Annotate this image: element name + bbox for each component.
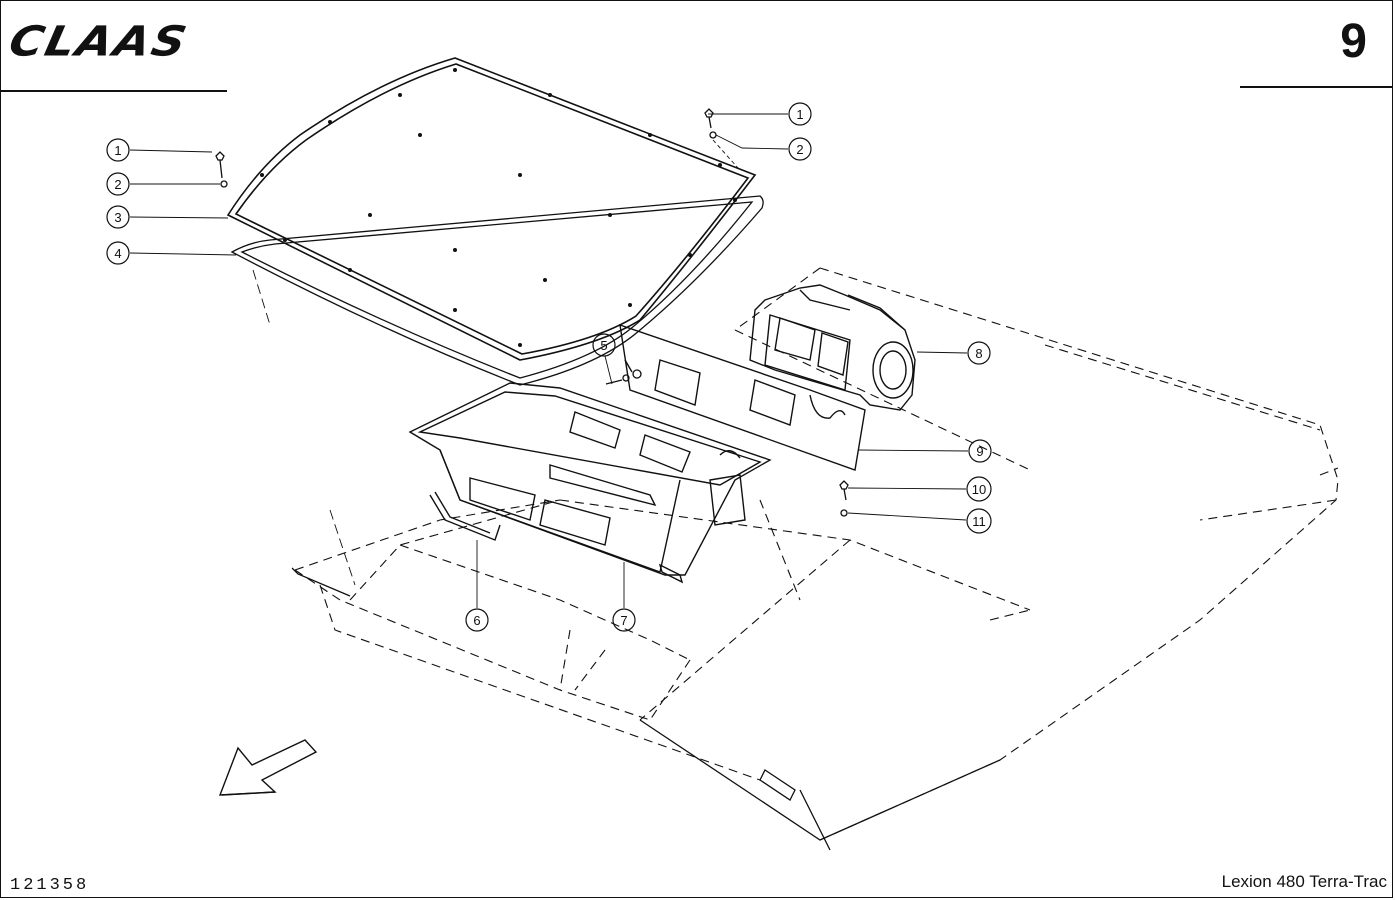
cab-roof-solid-edges [291, 567, 1001, 851]
roof-panel-fasteners [260, 68, 737, 347]
svg-text:3: 3 [114, 210, 121, 225]
plate-screw-left [605, 374, 630, 385]
callout-4: 4 [106, 241, 130, 265]
plate-washer-left [632, 369, 642, 379]
plate-screw-lower [839, 480, 849, 501]
callout-2-right: 2 [788, 137, 812, 161]
roof-centerline [252, 269, 356, 586]
page-number: 9 [1340, 15, 1367, 68]
svg-text:8: 8 [975, 346, 982, 361]
direction-arrow [218, 739, 318, 796]
roof-bolt-right [704, 108, 714, 129]
callout-8: 8 [967, 341, 991, 365]
air-duct-housing [408, 382, 772, 584]
callout-3: 3 [106, 205, 130, 229]
svg-text:6: 6 [473, 613, 480, 628]
roof-gasket [230, 195, 764, 386]
svg-text:11: 11 [972, 514, 986, 529]
roof-panel [226, 57, 757, 361]
roof-bolt-right-axis [712, 139, 739, 169]
svg-text:7: 7 [620, 613, 627, 628]
svg-text:2: 2 [114, 177, 121, 192]
callout-5: 5 [592, 333, 616, 357]
leader-lines [129, 113, 969, 608]
callout-7: 7 [612, 608, 636, 632]
callout-1-right: 1 [788, 102, 812, 126]
blower-fan [749, 284, 916, 411]
cab-roof-outline [294, 267, 1339, 841]
logo-underline [0, 90, 227, 92]
plate-washer-lower [840, 509, 848, 517]
svg-text:10: 10 [972, 482, 986, 497]
svg-text:2: 2 [796, 142, 803, 157]
callout-11: 11 [966, 508, 992, 534]
callout-9: 9 [968, 439, 992, 463]
fan-mounting-plate [619, 323, 866, 471]
callout-10: 10 [966, 476, 992, 502]
callout-6: 6 [465, 608, 489, 632]
svg-text:5: 5 [600, 338, 607, 353]
callout-1-left: 1 [106, 138, 130, 162]
roof-washer-right [709, 131, 717, 139]
roof-bolt-left [215, 151, 225, 179]
model-name: Lexion 480 Terra-Trac [1221, 872, 1387, 891]
svg-text:1: 1 [796, 107, 803, 122]
svg-text:1: 1 [114, 143, 121, 158]
page-number-underline [1240, 86, 1392, 88]
svg-text:9: 9 [976, 444, 983, 459]
callout-2-left: 2 [106, 172, 130, 196]
duct-seal [429, 491, 501, 541]
svg-text:4: 4 [114, 246, 121, 261]
roof-washer-left [220, 180, 228, 188]
figure-number: 121358 [10, 876, 90, 895]
